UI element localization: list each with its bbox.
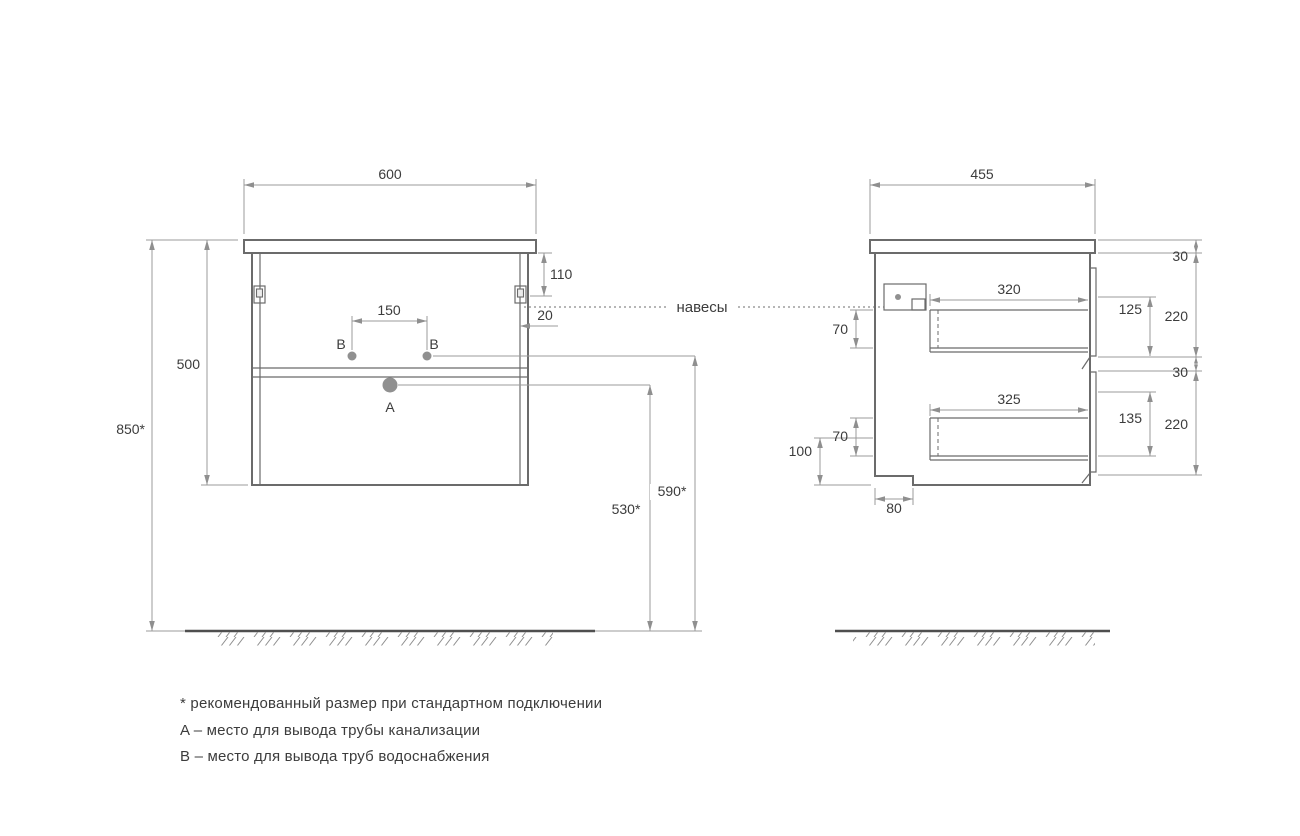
label-b-left: B xyxy=(336,336,345,352)
dim-side-drawer-top-inner: 125 xyxy=(1119,301,1143,317)
dim-side-depth: 455 xyxy=(970,166,994,182)
hanger-bracket-right xyxy=(514,285,527,304)
drawer-box-bottom xyxy=(929,417,1088,461)
side-view xyxy=(869,239,1097,486)
dim-front-hanger-inset: 20 xyxy=(537,307,553,323)
dim-side-drawer-top-clearance: 70 xyxy=(832,321,848,337)
dim-front-drain-height: 530* xyxy=(612,501,641,517)
dim-side-divider-gap: 30 xyxy=(1172,364,1188,380)
front-countertop xyxy=(243,239,537,254)
front-dimensions xyxy=(146,179,698,632)
dim-front-body-height: 500 xyxy=(177,356,201,372)
hangers-callout-label: навесы xyxy=(676,299,727,316)
dim-front-width: 600 xyxy=(378,166,402,182)
floor-right xyxy=(835,629,1110,646)
label-a: A xyxy=(385,399,395,415)
dim-side-drawer-top-depth: 320 xyxy=(997,281,1021,297)
drawer-box-top xyxy=(929,309,1088,353)
footnote-a: A – место для вывода трубы канализации xyxy=(180,722,480,739)
dim-front-supply-spacing: 150 xyxy=(377,302,401,318)
dim-side-drawer-bottom-inner: 135 xyxy=(1119,410,1143,426)
dim-side-drawer-bottom-clearance: 70 xyxy=(832,428,848,444)
footnote-asterisk: * рекомендованный размер при стандартном… xyxy=(180,695,602,712)
dim-side-drawer-bottom-depth: 325 xyxy=(997,391,1021,407)
dim-side-back-inset: 80 xyxy=(886,500,902,516)
front-cabinet-body xyxy=(251,252,529,486)
water-supply-hole-right xyxy=(422,351,432,361)
floor-left xyxy=(185,629,702,646)
hanger-bracket-side xyxy=(883,283,927,311)
drain-hole xyxy=(382,377,398,393)
dim-side-front-bottom-height: 220 xyxy=(1165,416,1189,432)
hanger-bracket-left xyxy=(253,285,266,304)
water-supply-hole-left xyxy=(347,351,357,361)
footnote-b: B – место для вывода труб водоснабжения xyxy=(180,748,490,765)
label-b-right: B xyxy=(429,336,438,352)
front-view xyxy=(243,239,537,486)
dim-front-hanger-drop: 110 xyxy=(550,266,573,282)
dim-front-overall-height: 850* xyxy=(116,421,145,437)
side-dimensions xyxy=(814,179,1202,505)
dim-front-supply-height: 590* xyxy=(658,483,687,499)
dim-side-top-thickness: 30 xyxy=(1172,248,1188,264)
footnotes: * рекомендованный размер при стандартном… xyxy=(180,695,602,765)
side-cabinet-body xyxy=(874,253,1091,486)
dim-side-bottom-clearance: 100 xyxy=(789,443,813,459)
dim-side-front-top-height: 220 xyxy=(1165,308,1189,324)
side-countertop xyxy=(869,239,1096,254)
